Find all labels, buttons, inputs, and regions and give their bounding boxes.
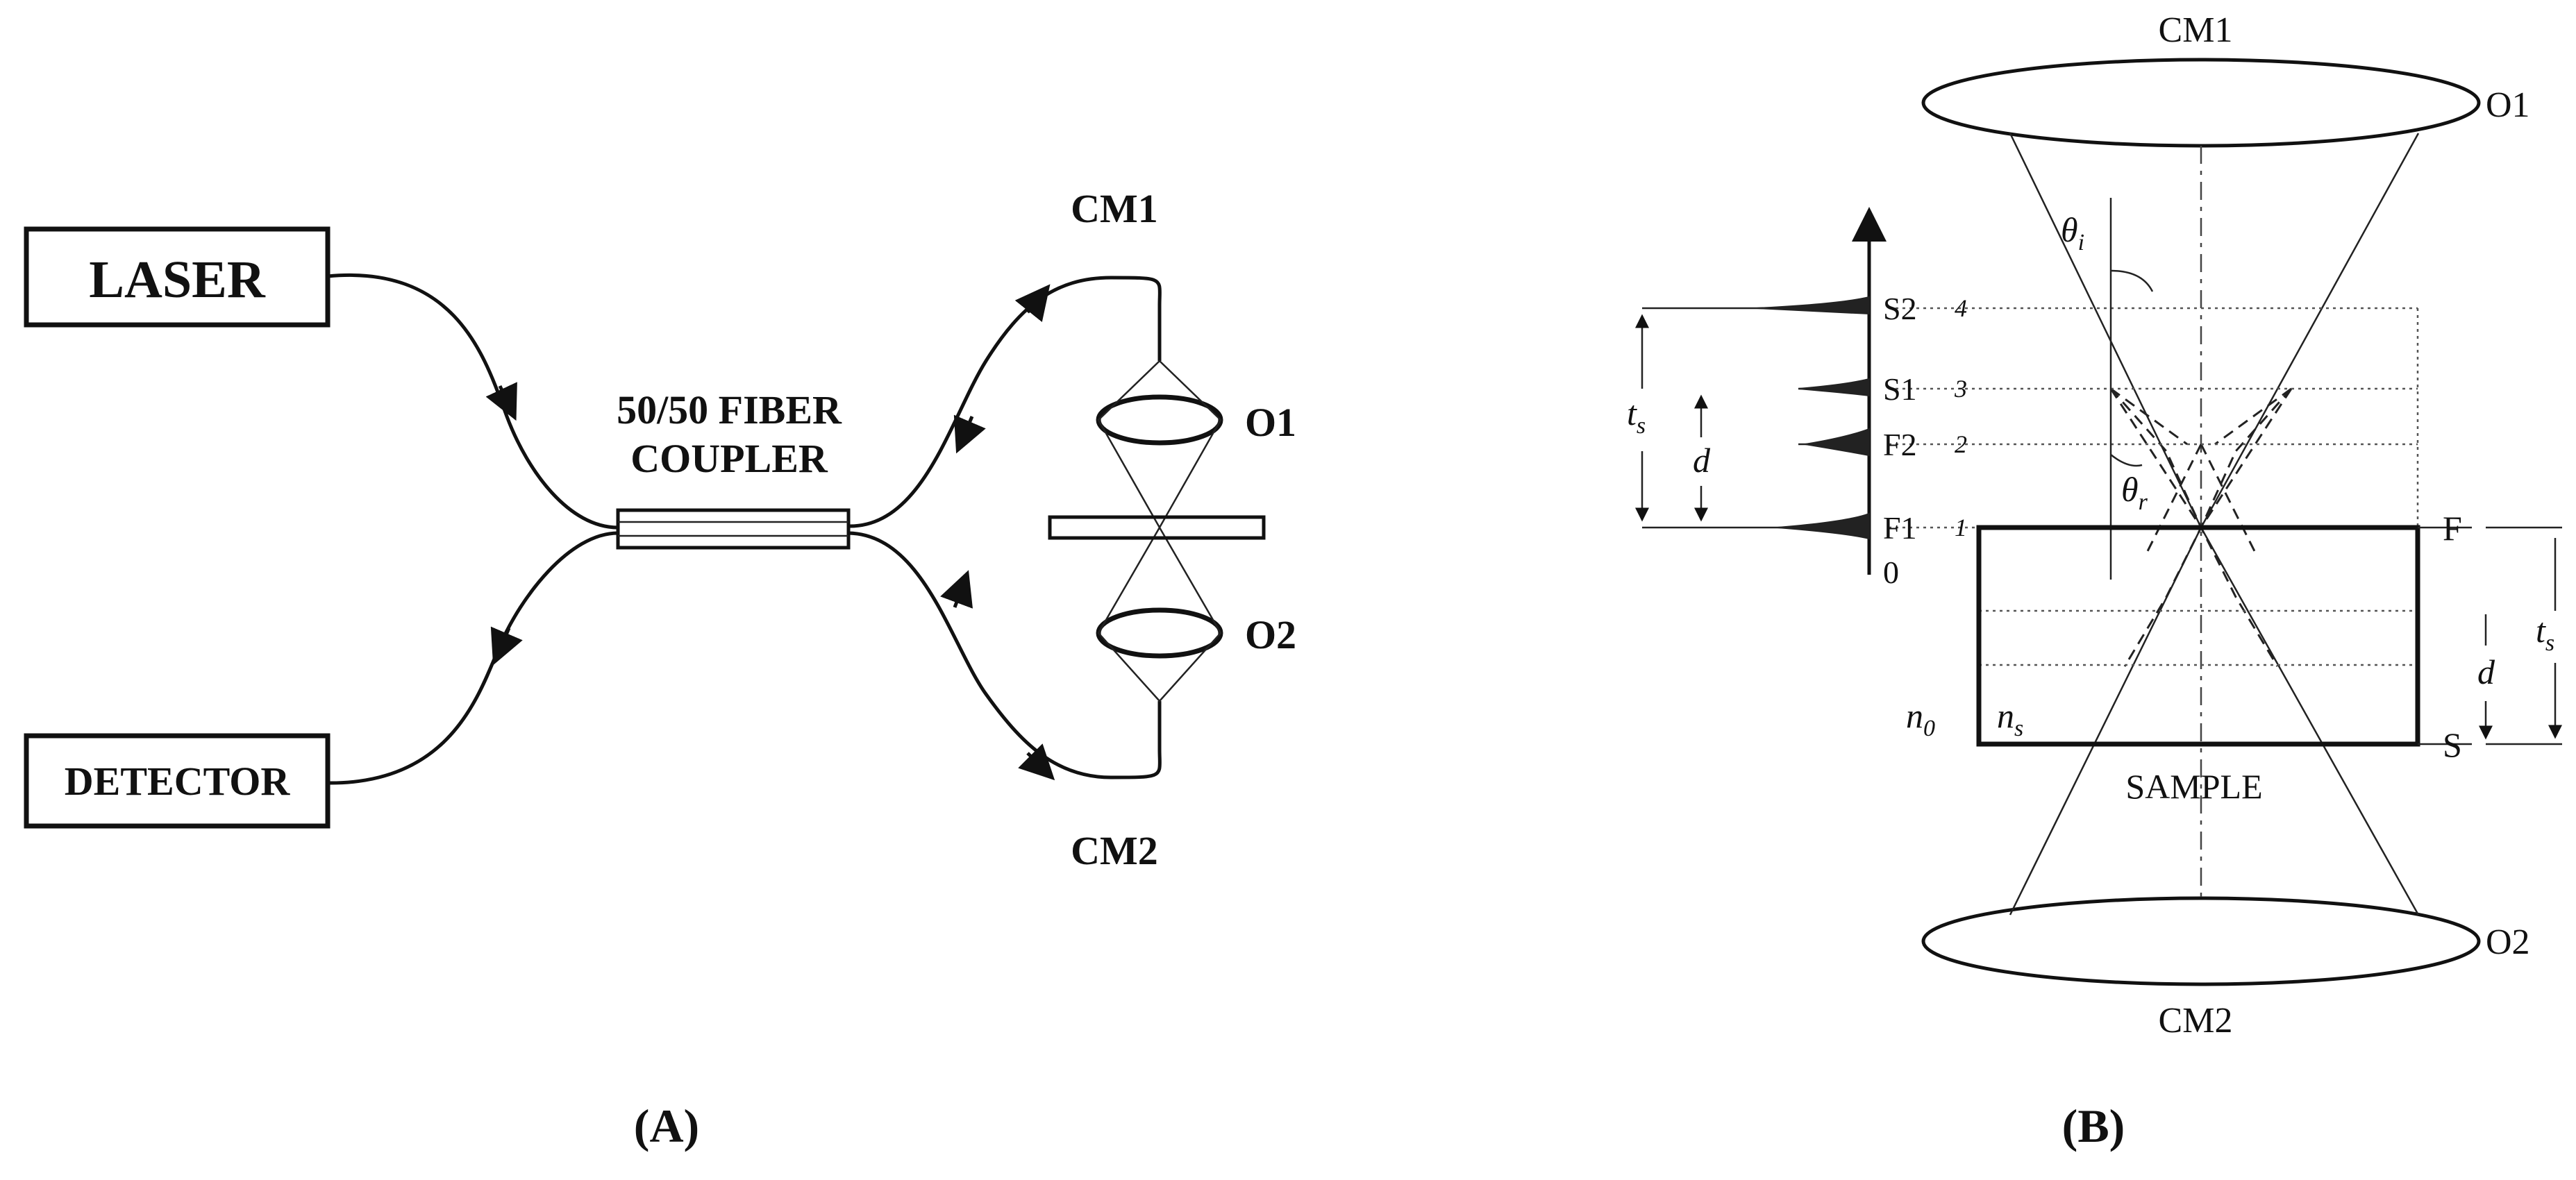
signal-ticks [1642, 307, 1869, 529]
f-label: F [2443, 509, 2462, 548]
peak-s1 [1798, 378, 1870, 397]
ray-lines [2009, 133, 2420, 916]
s-label: S [2443, 725, 2462, 764]
n0-label: n [1906, 696, 1923, 735]
n0-sub: 0 [1923, 716, 1935, 741]
svg-text:n0: n0 [1906, 696, 1935, 741]
sample-slab [1976, 525, 2420, 747]
ns-label: n [1997, 696, 2014, 735]
detector-box: DETECTOR [24, 733, 331, 829]
b-cm2-label: CM2 [2159, 1001, 2233, 1040]
caption-b: (B) [2062, 1099, 2125, 1152]
fiber-cm1 [848, 276, 1162, 528]
sample-plate [1048, 515, 1266, 540]
detector-label: DETECTOR [65, 759, 291, 804]
svg-text:θi: θi [2061, 210, 2084, 255]
b-o2-label: O2 [2486, 922, 2530, 962]
cone-lines [1097, 360, 1222, 702]
axis-label-zero: 0 [1883, 555, 1899, 590]
axis-label-s1: S1 [1883, 371, 1917, 407]
arrow-cm1-out [1014, 284, 1051, 323]
theta-i-label: θ [2061, 210, 2078, 249]
fiber-coupler: 50/50 FIBER COUPLER [616, 387, 851, 550]
ts-right-sub: s [2545, 630, 2554, 656]
caption-a: (A) [634, 1099, 699, 1152]
cm1-label: CM1 [1071, 186, 1158, 231]
ts-left-sub: s [1637, 413, 1646, 439]
level-2: 2 [1955, 430, 1967, 458]
lens-o1 [1921, 58, 2481, 148]
o1-label: O1 [1245, 400, 1296, 445]
o2-label: O2 [1245, 612, 1296, 657]
d-right-label: d [2477, 652, 2495, 691]
svg-text:ts: ts [1627, 394, 1646, 439]
coupler-label-line1: 50/50 FIBER [617, 387, 842, 432]
arrow-cm2-in [1018, 743, 1055, 781]
ts-right-label: t [2536, 611, 2546, 650]
axis-label-s2: S2 [1883, 291, 1917, 326]
peak-s2 [1756, 296, 1870, 315]
objective-o1: O1 [1096, 394, 1296, 446]
svg-text:ts: ts [2536, 611, 2554, 656]
level-3: 3 [1954, 375, 1967, 403]
fiber-cm2 [848, 531, 1162, 779]
b-o1-label: O1 [2486, 85, 2530, 125]
theta-r-label: θ [2121, 470, 2139, 509]
panel-b: CM1 O1 O2 CM2 θi θr SAMPLE n0 ns [1627, 10, 2562, 1152]
arrow-laser [485, 382, 517, 421]
theta-r-sub: r [2139, 489, 2148, 515]
svg-text:ns: ns [1997, 696, 2023, 741]
laser-label: LASER [89, 251, 266, 309]
cm2-label: CM2 [1071, 828, 1158, 873]
level-1: 1 [1955, 514, 1967, 541]
sample-label: SAMPLE [2125, 767, 2262, 806]
peak-f1 [1777, 512, 1870, 540]
arrow-cm2-out [940, 570, 973, 609]
axis-label-f1: F1 [1883, 510, 1917, 546]
svg-text:θr: θr [2121, 470, 2148, 515]
arrow-cm1-in [953, 414, 986, 454]
level-lines [1889, 307, 2418, 666]
lens-o2 [1921, 896, 2481, 986]
coupler-label-line2: COUPLER [630, 436, 828, 481]
laser-box: LASER [24, 226, 331, 328]
objective-o2: O2 [1096, 607, 1296, 659]
ns-sub: s [2014, 716, 2023, 741]
arrow-detector [490, 626, 523, 666]
theta-i-sub: i [2078, 230, 2084, 255]
level-4: 4 [1955, 294, 1967, 322]
fiber-detector [327, 531, 619, 785]
ts-left-label: t [1627, 394, 1637, 432]
refracted-rays-inner [2109, 387, 2293, 556]
b-cm1-label: CM1 [2159, 10, 2233, 50]
theta-r-arc [2110, 454, 2143, 467]
fiber-laser [327, 273, 619, 530]
d-left-label: d [1693, 441, 1711, 480]
axis-label-f2: F2 [1883, 427, 1917, 462]
panel-a: LASER DETECTOR 50/50 FIBER COUPLER [24, 186, 1296, 1152]
theta-i-arc [2110, 269, 2154, 292]
peak-f2 [1805, 428, 1870, 457]
right-ref-lines [2418, 526, 2562, 745]
